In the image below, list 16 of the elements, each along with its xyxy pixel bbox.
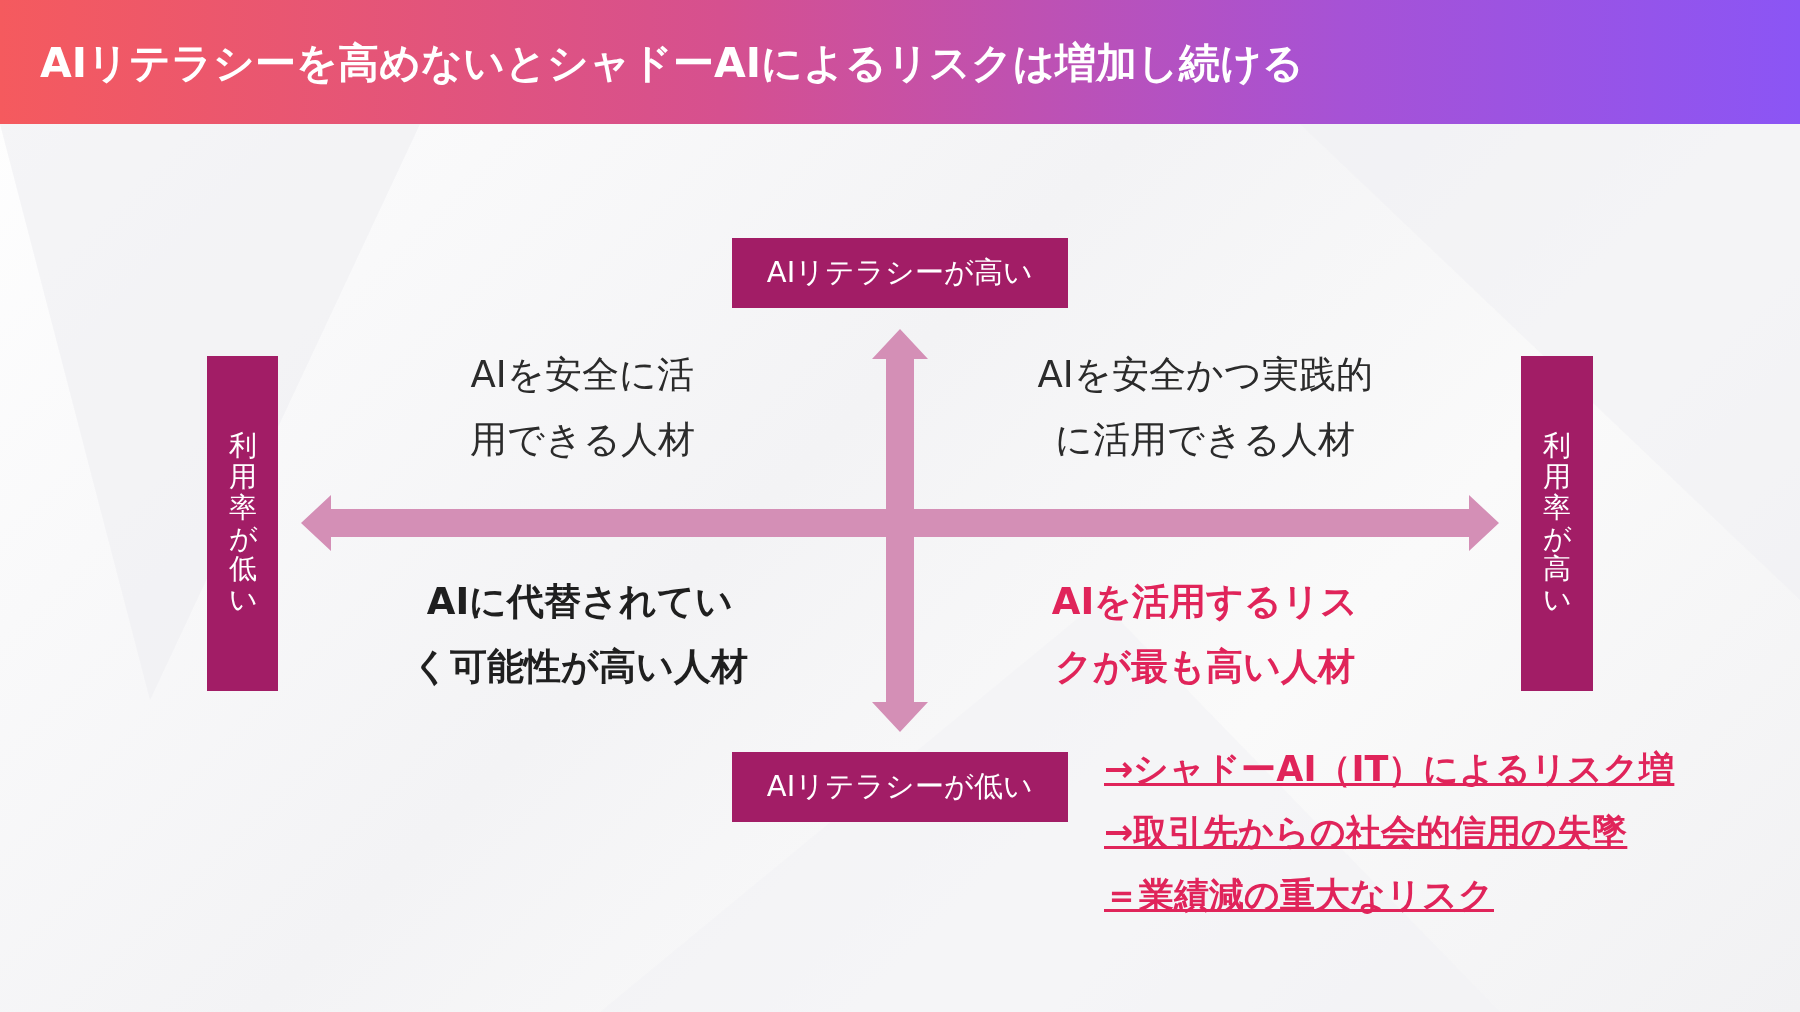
note-text: ＝業績減の重大なリスク xyxy=(1104,874,1494,917)
quadrant-text: AIを活用するリスクが最も高い人材 xyxy=(1050,579,1360,690)
note-text: →シャドーAI（IT）によるリスク増 xyxy=(1104,748,1675,791)
note-text: →取引先からの社会的信用の失墜 xyxy=(1104,811,1628,854)
quadrant-text: AIを安全に活用できる人材 xyxy=(468,352,696,463)
axis-label-box xyxy=(1521,356,1593,691)
axis-label: AIリテラシーが高い xyxy=(766,254,1034,291)
axis-label-box xyxy=(207,356,278,691)
axis-label: 利用率が低い xyxy=(228,431,257,616)
axis-label-box xyxy=(732,752,1068,822)
title: AIリテラシーを高めないとシャドーAIによるリスクは増加し続ける xyxy=(40,38,1304,89)
quadrant-text: AIに代替されていく可能性が高い人材 xyxy=(411,579,749,690)
axis-label-box xyxy=(732,238,1068,308)
axis-label: AIリテラシーが低い xyxy=(766,768,1034,805)
axis-label: 利用率が高い xyxy=(1543,431,1571,616)
quadrant-text: AIを安全かつ実践的に活用できる人材 xyxy=(1036,352,1374,463)
